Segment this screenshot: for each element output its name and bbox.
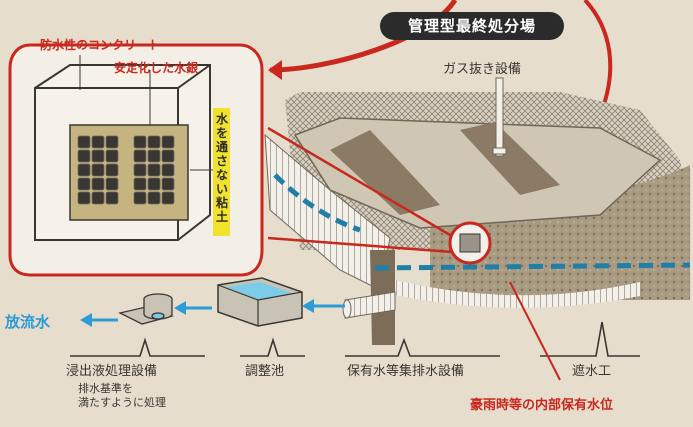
- barrier-liner: [395, 280, 640, 308]
- collection-drain-label: 保有水等集排水設備: [347, 364, 465, 379]
- mercury-blocks-right: [133, 135, 175, 205]
- treatment-note-1: 排水基準を: [78, 382, 133, 395]
- bottom-markers: [70, 321, 640, 357]
- gas-vent-pipe: [495, 77, 504, 157]
- clay-label-bar: [213, 108, 230, 236]
- mercury-label: 安定化した水銀: [114, 61, 199, 75]
- clay-label: 水を通さない粘土: [215, 112, 228, 224]
- heavy-rain-level-label: 豪雨時等の内部保有水位: [470, 398, 614, 413]
- barrier-label: 遮水工: [572, 364, 612, 379]
- cover-strip-1: [330, 130, 440, 215]
- concrete-label: 防水性のコンクリート: [40, 38, 161, 52]
- mercury-blocks-left: [77, 135, 119, 205]
- page-title: 管理型最終処分場: [380, 12, 564, 40]
- water-level-line: [273, 173, 361, 233]
- discharge-label: 放流水: [5, 313, 51, 331]
- leachate-treatment-label: 浸出液処理設備: [66, 364, 158, 379]
- flow-arrows: [80, 299, 345, 327]
- treatment-note-2: 満たすように処理: [78, 396, 166, 409]
- cover-strip-2: [460, 122, 560, 195]
- gas-vent-label: ガス抜き設備: [443, 62, 522, 77]
- adjustment-pond-label: 調整池: [245, 364, 285, 379]
- treatment-facility: [118, 293, 174, 325]
